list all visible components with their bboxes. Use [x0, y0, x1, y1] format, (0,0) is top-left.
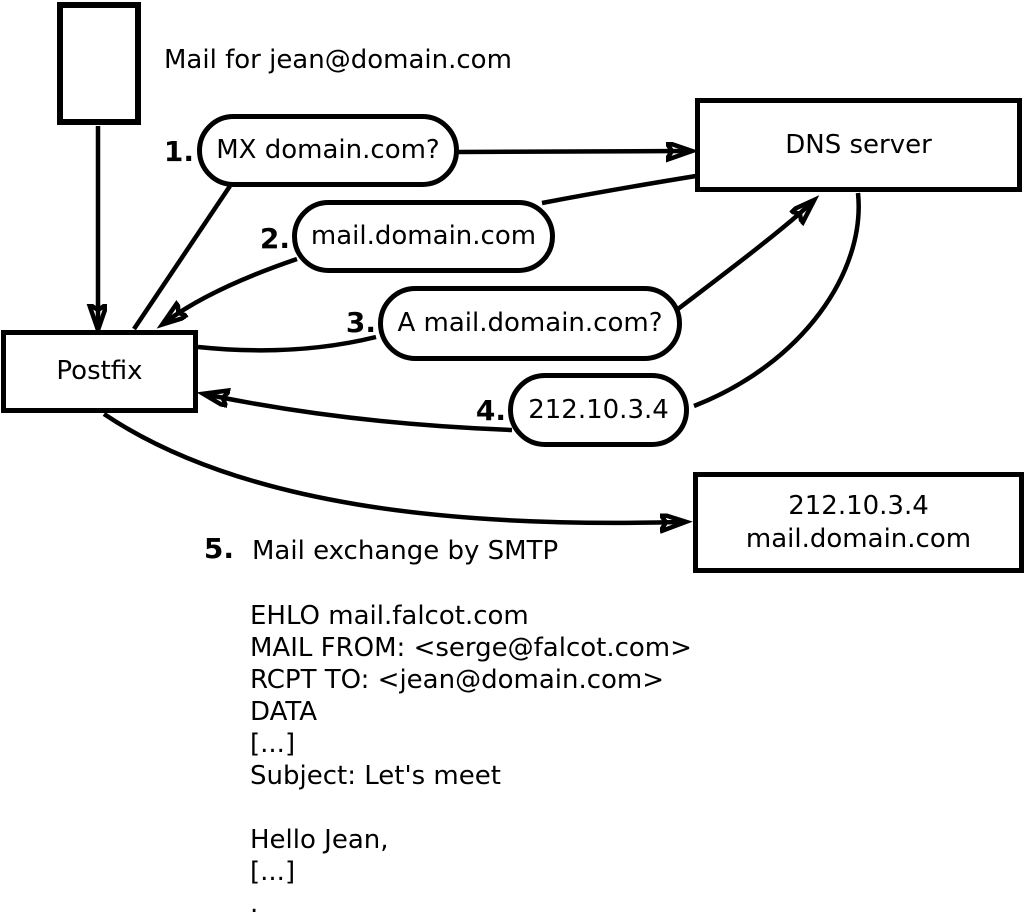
arrow-query3-to-dns: [676, 204, 810, 311]
postfix-box: Postfix: [1, 330, 198, 413]
arrow-answer2-to-postfix: [167, 256, 298, 321]
line-postfix-to-query1: [132, 184, 232, 331]
incoming-mail-label: Mail for jean@domain.com: [164, 45, 512, 75]
destination-server-labels: 212.10.3.4 mail.domain.com: [746, 490, 971, 556]
answer-a-pill: 212.10.3.4: [508, 373, 689, 447]
destination-server-ip: 212.10.3.4: [788, 490, 929, 521]
line-dns-to-answer4: [693, 192, 861, 409]
incoming-mail-box: [57, 2, 141, 125]
step1-number: 1.: [163, 135, 194, 168]
smtp-session-transcript: EHLO mail.falcot.com MAIL FROM: <serge@f…: [250, 601, 692, 919]
destination-server-box: 212.10.3.4 mail.domain.com: [693, 472, 1024, 573]
arrow-answer4-to-postfix: [209, 395, 513, 433]
step3-number: 3.: [345, 306, 376, 339]
postfix-label: Postfix: [56, 356, 143, 386]
answer-mx-label: mail.domain.com: [310, 221, 537, 251]
step2-number: 2.: [259, 222, 290, 255]
destination-server-hostname: mail.domain.com: [745, 523, 972, 554]
dns-server-label: DNS server: [785, 129, 932, 160]
dns-server-box: DNS server: [695, 98, 1022, 192]
answer-mx-pill: mail.domain.com: [292, 200, 555, 273]
query-mx-label: MX domain.com?: [216, 135, 440, 165]
query-a-label: A mail.domain.com?: [397, 308, 663, 338]
step5-number: 5.: [203, 532, 234, 565]
answer-a-label: 212.10.3.4: [528, 394, 669, 425]
line-dns-to-answer2: [541, 173, 697, 206]
line-postfix-to-query3: [197, 334, 377, 353]
query-mx-pill: MX domain.com?: [197, 114, 459, 187]
step5-label: Mail exchange by SMTP: [252, 536, 559, 566]
step4-number: 4.: [475, 394, 506, 427]
arrow-query1-to-dns: [457, 151, 686, 152]
query-a-pill: A mail.domain.com?: [378, 286, 682, 361]
arrow-postfix-to-mailserver: [102, 412, 680, 523]
